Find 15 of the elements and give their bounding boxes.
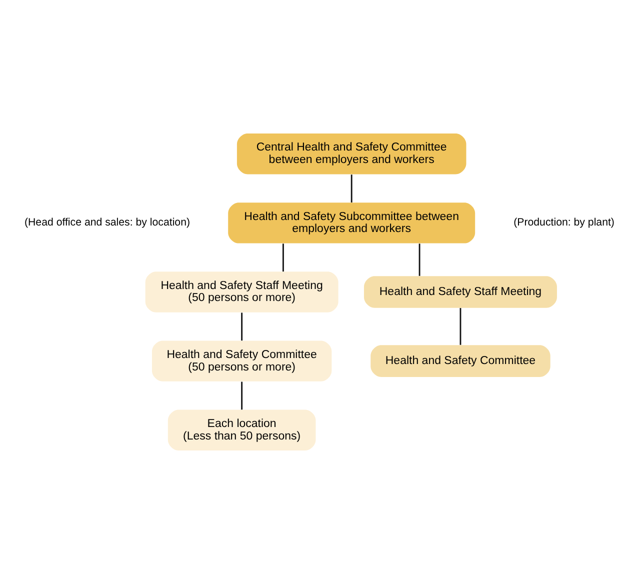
node-box: Central Health and Safety Committee between employers and workers	[236, 133, 466, 174]
node-box: Health and Safety Staff Meeting	[364, 276, 557, 308]
connector	[282, 243, 284, 272]
node-box: Each location (Less than 50 persons)	[168, 409, 316, 450]
node-box: Health and Safety Staff Meeting (50 persons or more)	[145, 271, 338, 312]
node-box: Health and Safety Committee (50 persons or more)	[152, 340, 332, 381]
connector	[241, 312, 243, 340]
label: (Head office and sales: by location)	[24, 216, 190, 228]
connector	[460, 308, 462, 344]
connector	[418, 243, 420, 276]
connector	[350, 174, 352, 202]
node-box: Health and Safety Subcommittee between employers and workers	[228, 202, 476, 243]
label: (Production: by plant)	[514, 216, 614, 228]
connector	[241, 381, 243, 410]
node-box: Health and Safety Committee	[370, 344, 550, 376]
